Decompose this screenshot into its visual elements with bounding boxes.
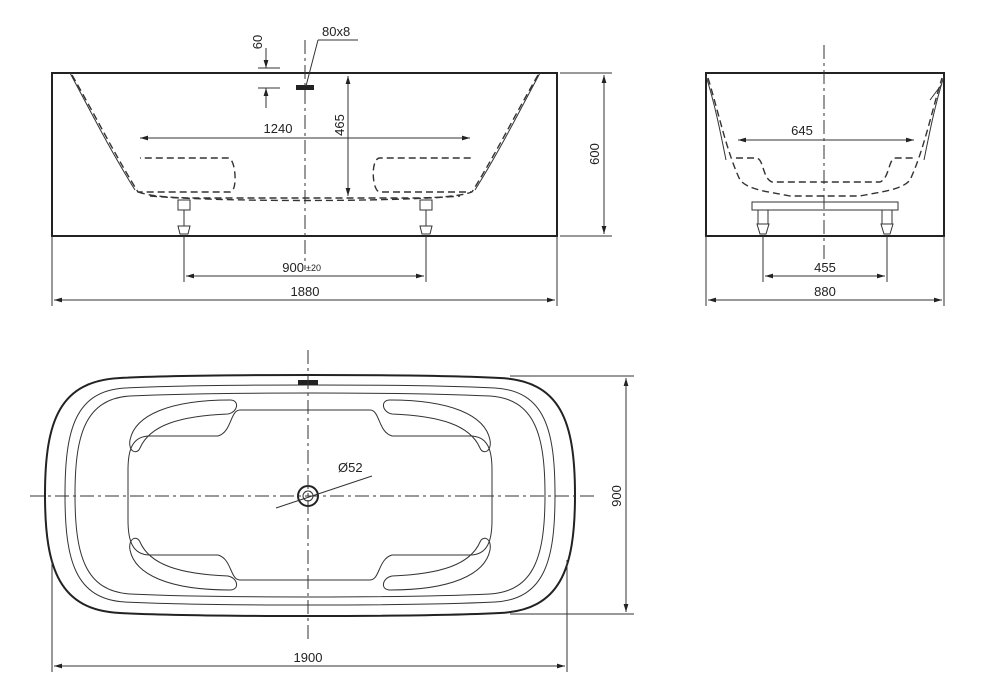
front-dim-inner-length: 1240 xyxy=(264,121,293,136)
top-dim-width: 900 xyxy=(609,485,624,507)
top-armrest-top-right xyxy=(383,399,491,453)
top-dim-length: 1900 xyxy=(294,650,323,665)
front-inner-wall-left xyxy=(69,72,136,191)
side-dim-inner-width: 645 xyxy=(791,123,813,138)
side-view-outline xyxy=(705,72,945,237)
front-dim-feet-tolerance: ±20 xyxy=(306,263,321,273)
front-dim-feet-spacing: 900 xyxy=(282,260,304,275)
side-inner-wall-right xyxy=(923,75,945,161)
side-hidden-basin xyxy=(707,77,943,197)
side-view: 645 455 880 xyxy=(705,45,945,306)
front-view: 60 80x8 1240 465 600 900 ±20 1880 xyxy=(51,24,612,306)
front-dim-height: 600 xyxy=(587,143,602,165)
side-inner-wall-left xyxy=(705,75,727,161)
front-dim-length: 1880 xyxy=(291,284,320,299)
top-armrest-top-left xyxy=(129,399,237,453)
top-view: Ø52 900 1900 xyxy=(30,350,634,672)
top-inner-rim-2 xyxy=(74,392,546,598)
top-dim-drain-diameter: Ø52 xyxy=(338,460,363,475)
side-foot-frame xyxy=(751,201,899,235)
front-dim-overflow-size: 80x8 xyxy=(322,24,350,39)
top-inner-rim xyxy=(64,384,556,606)
front-foot-right xyxy=(419,199,433,235)
front-overflow-slot xyxy=(296,85,314,90)
top-armrest-bottom-right xyxy=(383,537,491,591)
front-foot-left xyxy=(177,199,191,235)
front-dim-depth: 465 xyxy=(332,114,347,136)
top-outer-rim xyxy=(43,374,577,617)
front-inner-wall-right xyxy=(474,72,541,191)
front-dim-overflow-height: 60 xyxy=(250,35,265,49)
top-armrest-bottom-left xyxy=(129,537,237,591)
top-basin-floor xyxy=(127,409,493,581)
side-dim-width: 880 xyxy=(814,284,836,299)
side-dim-feet-spacing: 455 xyxy=(814,260,836,275)
